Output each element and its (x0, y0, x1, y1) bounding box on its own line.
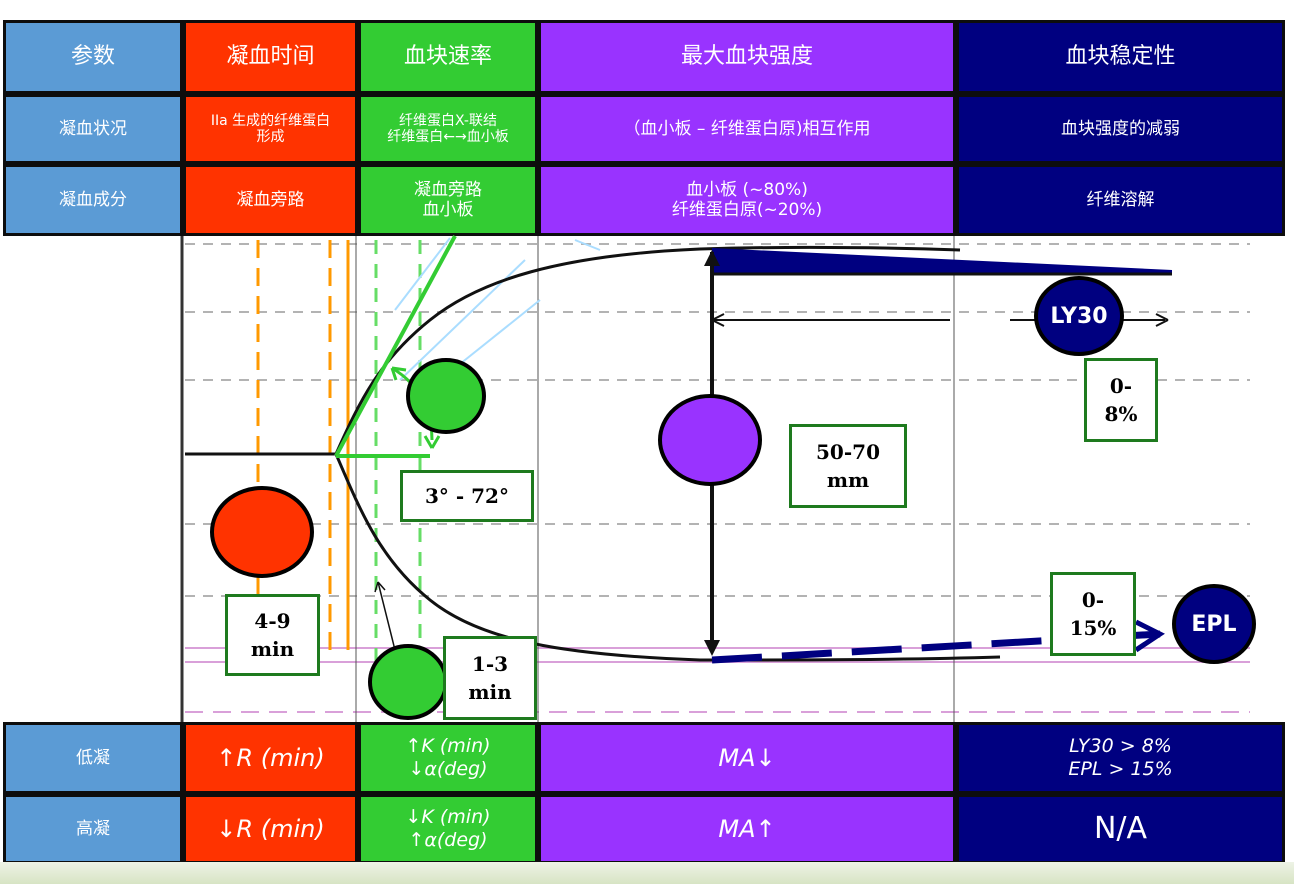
hyper-k: ↓K (min) ↑α(deg) (358, 794, 538, 864)
status-ly: 血块强度的减弱 (956, 94, 1285, 164)
faint-blue-lines (394, 237, 601, 381)
header-k-clot-rate: 血块速率 (358, 20, 538, 94)
status-k: 纤维蛋白X-联结 纤维蛋白←→血小板 (358, 94, 538, 164)
r-circle (210, 486, 314, 578)
ma-circle (658, 394, 762, 486)
hyper-r: ↓R (min) (183, 794, 358, 864)
hypo-k: ↑K (min) ↓α(deg) (358, 722, 538, 794)
component-r: 凝血旁路 (183, 164, 358, 236)
ly30-wedge (712, 248, 1172, 274)
component-k: 凝血旁路 血小板 (358, 164, 538, 236)
status-r: IIa 生成的纤维蛋白 形成 (183, 94, 358, 164)
r-markers (256, 240, 350, 650)
ly30-badge: LY30 (1034, 276, 1124, 356)
status-ma: （血小板 – 纤维蛋白原)相互作用 (538, 94, 956, 164)
hyper-label: 高凝 (3, 794, 183, 864)
hypo-ma: MA↓ (538, 722, 956, 794)
component-ma: 血小板 (~80%) 纤维蛋白原(~20%) (538, 164, 956, 236)
header-ly-stability: 血块稳定性 (956, 20, 1285, 94)
hypo-r: ↑R (min) (183, 722, 358, 794)
status-label: 凝血状况 (3, 94, 183, 164)
k-circle (368, 644, 448, 720)
header-r-clotting-time: 凝血时间 (183, 20, 358, 94)
hypo-label: 低凝 (3, 722, 183, 794)
epl-range-box: 0- 15% (1050, 572, 1136, 656)
tracing-lower (334, 453, 1001, 662)
epl-badge: EPL (1172, 584, 1256, 664)
component-ly: 纤维溶解 (956, 164, 1285, 236)
component-label: 凝血成分 (3, 164, 183, 236)
header-label-parameter: 参数 (3, 20, 183, 94)
hypo-ly: LY30 > 8% EPL > 15% (956, 722, 1285, 794)
angle-range-box: 3° - 72° (400, 470, 534, 522)
header-ma-max-strength: 最大血块强度 (538, 20, 956, 94)
footer-decoration (0, 862, 1294, 884)
hyper-ma: MA↑ (538, 794, 956, 864)
hyper-ly: N/A (956, 794, 1285, 864)
k-range-box: 1-3 min (443, 636, 537, 720)
ma-range-box: 50-70 mm (789, 424, 907, 508)
alpha-angle-line (334, 235, 457, 457)
ly30-range-box: 0- 8% (1084, 358, 1158, 442)
r-range-box: 4-9 min (225, 594, 320, 676)
alpha-circle (406, 358, 486, 434)
